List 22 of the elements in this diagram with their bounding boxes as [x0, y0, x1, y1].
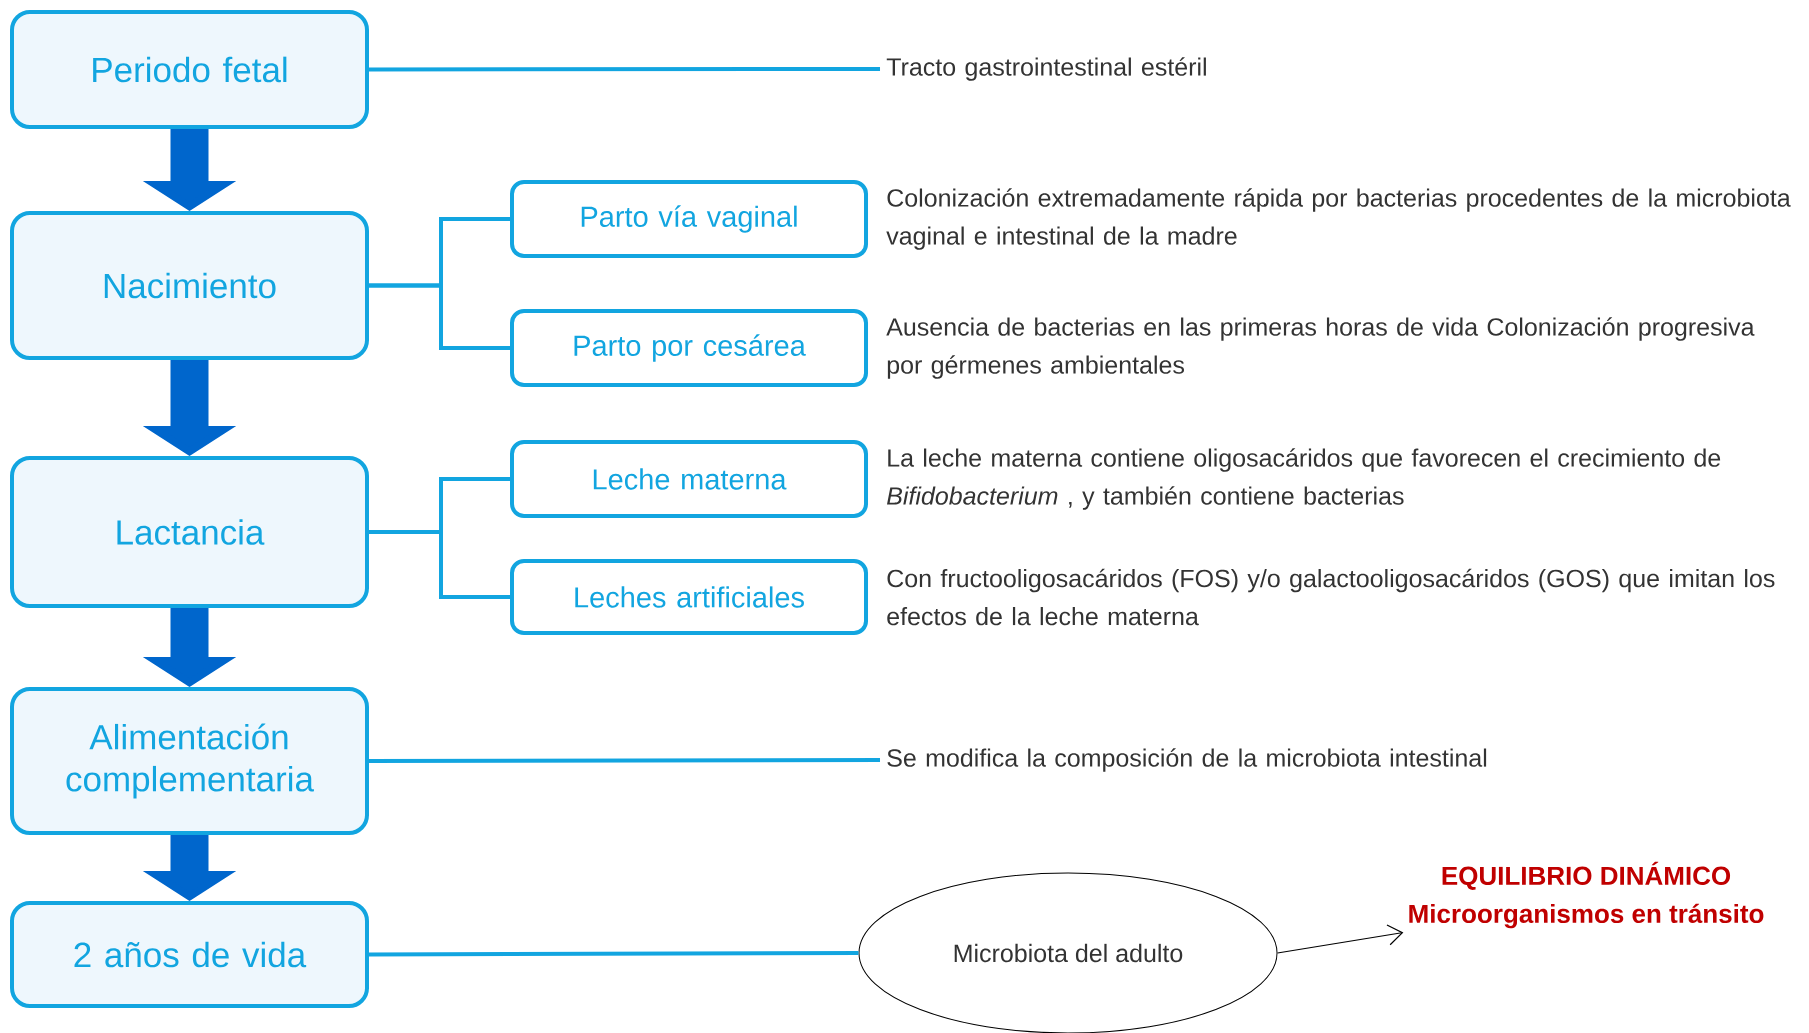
connector: [369, 758, 880, 763]
connector: [369, 530, 510, 599]
option-box: Parto vía vaginal: [510, 180, 868, 258]
option-box: Leches artificiales: [510, 559, 868, 635]
description-text: Se modifica la composición de la microbiota intestinal: [887, 748, 1487, 772]
stage-box: Lactancia: [10, 456, 369, 608]
connector: [369, 951, 859, 957]
description-text: Colonización extremadamente rápida por bacterias procedentes de la microbiota vaginal e intestinal de la madre: [886, 188, 1791, 250]
connector: [369, 67, 880, 72]
stage-box: Nacimiento: [10, 211, 369, 360]
stage-box: Periodo fetal: [10, 10, 369, 129]
connector: [369, 283, 510, 350]
highlight-text: EQUILIBRIO DINÁMICO Microorganismos en tránsito: [1409, 861, 1764, 929]
description-text: Tracto gastrointestinal estéril: [886, 57, 1206, 81]
description-text: La leche materna contiene oligosacáridos que favorecen el crecimiento de Bifidobacterium , y también contiene bacterias: [887, 448, 1721, 510]
arrow: [1276, 924, 1404, 954]
description-text: Ausencia de bacterias en las primeras horas de vida Colonización progresiva por gérmenes ambientales: [886, 317, 1755, 379]
description-text: Con fructooligosacáridos (FOS) y/o galactooligosacáridos (GOS) que imitan los efectos de la leche materna: [887, 568, 1775, 626]
option-box: Leche materna: [510, 440, 868, 518]
stage-box: 2 años de vida: [10, 901, 369, 1008]
option-box: Parto por cesárea: [510, 309, 868, 387]
stage-box: Alimentación complementaria: [10, 687, 369, 835]
